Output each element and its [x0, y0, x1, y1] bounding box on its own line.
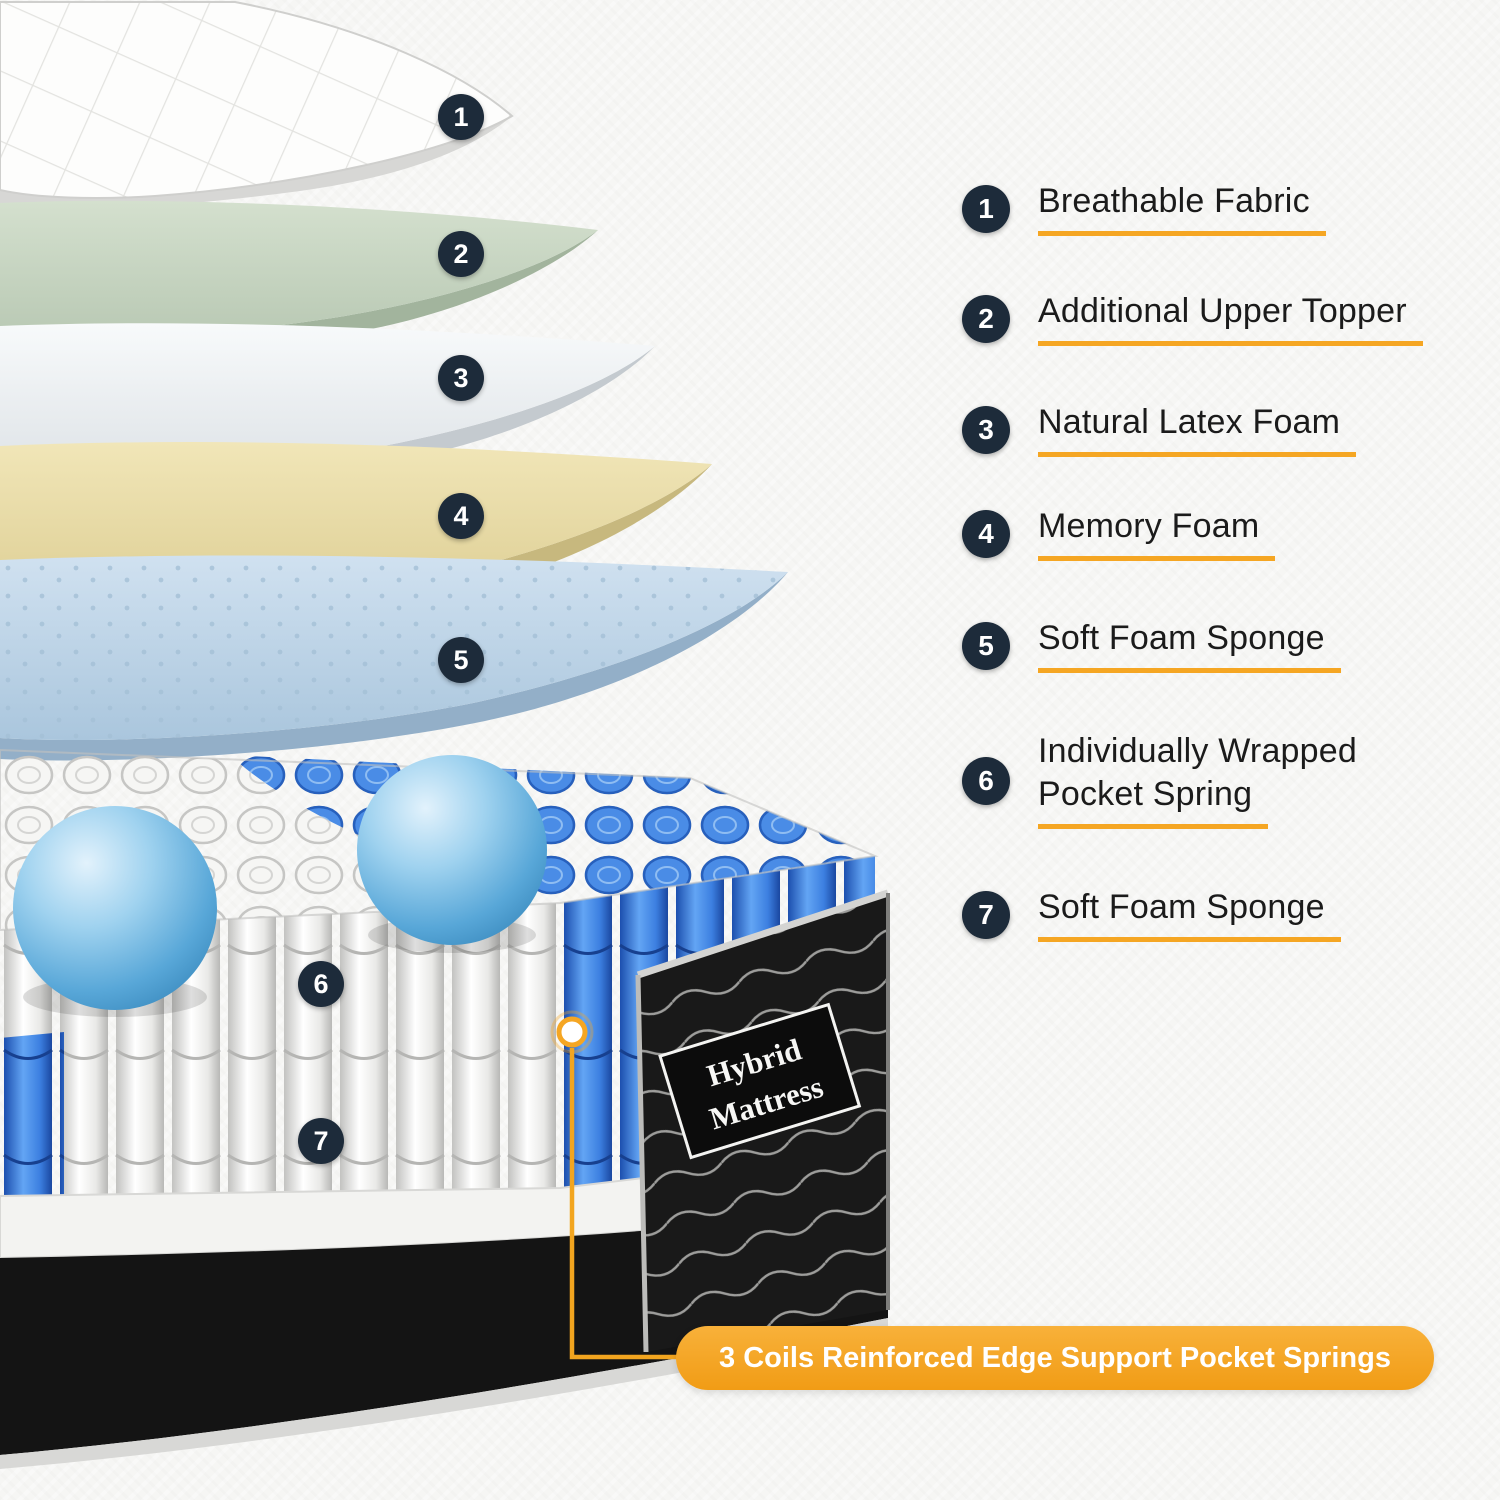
edge-support-callout-text: 3 Coils Reinforced Edge Support Pocket S… [719, 1341, 1391, 1374]
brand-label: Hybrid Mattress [658, 1002, 862, 1160]
legend-item-1: 1 Breathable Fabric [962, 182, 1326, 236]
layer-5-soft-foam [0, 555, 788, 761]
legend-badge-5: 5 [962, 622, 1010, 670]
support-ball-left [13, 806, 217, 1010]
diagram-marker-7: 7 [298, 1118, 344, 1164]
panel-left-piping [635, 974, 649, 1353]
legend-label-2: Additional Upper Topper [1038, 292, 1423, 346]
legend-label-6-line1: Individually Wrapped [1038, 732, 1357, 770]
base-bottom-piping [0, 1318, 888, 1469]
legend-label-1: Breathable Fabric [1038, 182, 1326, 236]
legend-badge-2: 2 [962, 295, 1010, 343]
blue-springs-corner [0, 1032, 64, 1208]
legend-label-7: Soft Foam Sponge [1038, 888, 1341, 942]
legend-item-2: 2 Additional Upper Topper [962, 292, 1423, 346]
legend-item-3: 3 Natural Latex Foam [962, 403, 1357, 457]
edge-support-callout: 3 Coils Reinforced Edge Support Pocket S… [676, 1326, 1434, 1390]
legend-badge-4: 4 [962, 510, 1010, 558]
legend-label-3: Natural Latex Foam [1038, 403, 1357, 457]
diagram-marker-2: 2 [438, 231, 484, 277]
diagram-marker-6: 6 [298, 961, 344, 1007]
legend-item-5: 5 Soft Foam Sponge [962, 619, 1341, 673]
legend-label-4: Memory Foam [1038, 507, 1276, 561]
legend-badge-3: 3 [962, 406, 1010, 454]
legend-badge-1: 1 [962, 185, 1010, 233]
side-panel: Hybrid Mattress [635, 889, 890, 1353]
callout-connector-line [569, 1048, 678, 1360]
diagram-marker-5: 5 [438, 637, 484, 683]
layer-1-breathable-fabric [0, 1, 514, 210]
legend-item-6: 6 Individually Wrapped Pocket Spring [962, 732, 1373, 829]
legend-badge-7: 7 [962, 891, 1010, 939]
diagram-marker-1: 1 [438, 94, 484, 140]
panel-top-piping [636, 889, 890, 979]
legend-item-4: 4 Memory Foam [962, 507, 1276, 561]
diagram-marker-4: 4 [438, 493, 484, 539]
legend-label-6-line2: Pocket Spring [1038, 775, 1269, 829]
diagram-marker-3: 3 [438, 355, 484, 401]
callout-anchor-dot [556, 1016, 588, 1048]
support-ball-right [357, 755, 547, 945]
legend-item-7: 7 Soft Foam Sponge [962, 888, 1341, 942]
legend-badge-6: 6 [962, 756, 1010, 805]
legend-label-5: Soft Foam Sponge [1038, 619, 1341, 673]
